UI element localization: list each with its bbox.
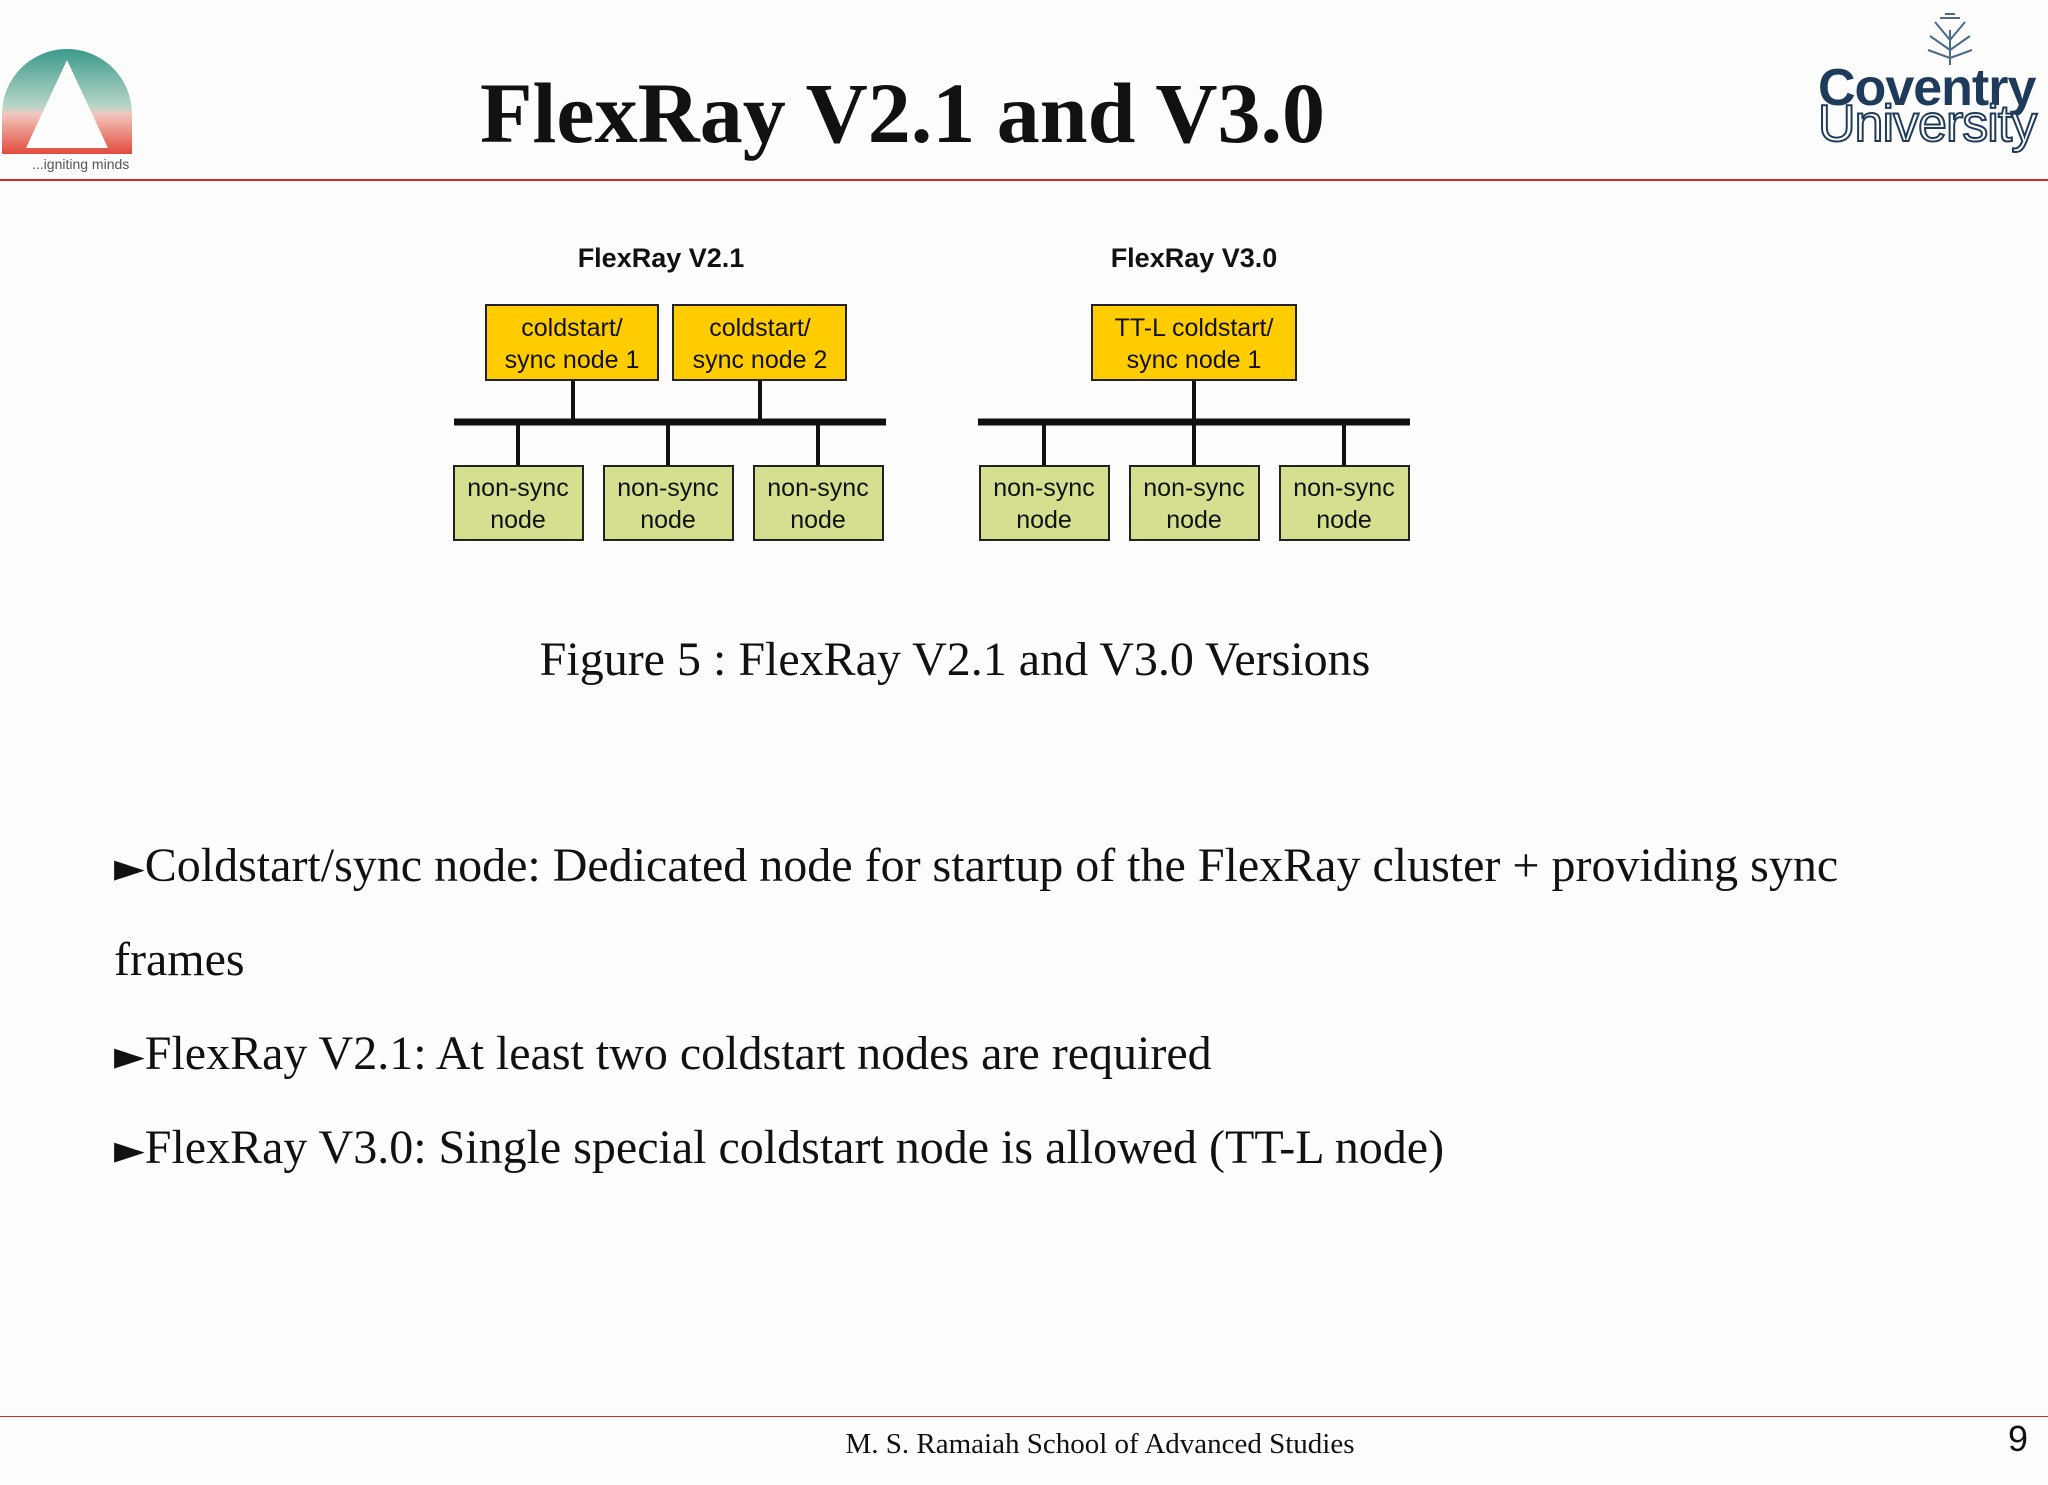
v21-sync-node-2: coldstart/ sync node 2 — [672, 304, 847, 381]
svg-text:non-sync: non-sync — [1143, 474, 1244, 502]
svg-text:sync node 1: sync node 1 — [1127, 346, 1262, 374]
bullet-text: FlexRay V3.0: Single special coldstart n… — [144, 1121, 1445, 1174]
v21-nonsync-node-3: non-sync node — [753, 465, 884, 541]
svg-text:node: node — [1166, 506, 1222, 534]
coventry-logo — [1800, 10, 2020, 150]
flexray-topology-diagram: FlexRay V2.1 coldstart/ sync node 1 cold… — [440, 240, 1430, 550]
v21-nonsync-node-1: non-sync node — [453, 465, 584, 541]
v30-nonsync-node-1: non-sync node — [979, 465, 1110, 541]
bullet-list: ►Coldstart/sync node: Dedicated node for… — [114, 820, 1994, 1196]
bullet-item: ►FlexRay V2.1: At least two coldstart no… — [114, 1008, 1994, 1102]
arrow-bullet-icon: ► — [114, 1033, 145, 1079]
svg-text:node: node — [640, 506, 696, 534]
bullet-item: frames — [114, 914, 1994, 1008]
arrow-bullet-icon: ► — [114, 1127, 145, 1173]
svg-text:sync node 1: sync node 1 — [505, 346, 640, 374]
coventry-logo-line2: University — [1817, 95, 2038, 153]
bullet-text: frames — [114, 933, 245, 986]
svg-text:node: node — [1316, 506, 1372, 534]
footer-institution: M. S. Ramaiah School of Advanced Studies — [845, 1428, 1355, 1460]
svg-text:coldstart/: coldstart/ — [521, 314, 622, 342]
svg-text:non-sync: non-sync — [767, 474, 868, 502]
logo-tagline: ...igniting minds — [32, 156, 130, 172]
svg-text:non-sync: non-sync — [1293, 474, 1394, 502]
v21-sync-node-1: coldstart/ sync node 1 — [485, 304, 659, 381]
figure-caption: Figure 5 : FlexRay V2.1 and V3.0 Version… — [539, 633, 1371, 686]
svg-text:non-sync: non-sync — [993, 474, 1094, 502]
arrow-bullet-icon: ► — [114, 845, 145, 891]
svg-text:TT-L coldstart/: TT-L coldstart/ — [1115, 314, 1274, 342]
svg-text:node: node — [1016, 506, 1072, 534]
svg-text:non-sync: non-sync — [617, 474, 718, 502]
page-number: 9 — [2008, 1418, 2029, 1459]
header-divider — [0, 179, 2048, 181]
svg-text:node: node — [490, 506, 546, 534]
page-title: FlexRay V2.1 and V3.0 — [480, 65, 1325, 161]
v30-nonsync-node-2: non-sync node — [1129, 465, 1260, 541]
bullet-item: ►Coldstart/sync node: Dedicated node for… — [114, 820, 1994, 914]
ramaiah-logo — [0, 14, 134, 172]
v21-nonsync-node-2: non-sync node — [603, 465, 734, 541]
bullet-text: FlexRay V2.1: At least two coldstart nod… — [144, 1027, 1212, 1080]
coventry-logo-line1: Coventry — [1818, 59, 2036, 117]
footer-divider — [0, 1416, 2048, 1417]
v30-nonsync-node-3: non-sync node — [1279, 465, 1410, 541]
coventry-crest-icon — [1927, 13, 1973, 65]
svg-text:node: node — [790, 506, 846, 534]
bullet-item: ►FlexRay V3.0: Single special coldstart … — [114, 1102, 1994, 1196]
v21-label: FlexRay V2.1 — [578, 243, 745, 273]
v30-ttl-sync-node-1: TT-L coldstart/ sync node 1 — [1091, 304, 1297, 381]
svg-text:non-sync: non-sync — [467, 474, 568, 502]
bullet-text: Coldstart/sync node: Dedicated node for … — [144, 839, 1839, 892]
svg-text:coldstart/: coldstart/ — [709, 314, 810, 342]
svg-text:sync node 2: sync node 2 — [693, 346, 828, 374]
v30-label: FlexRay V3.0 — [1111, 243, 1278, 273]
